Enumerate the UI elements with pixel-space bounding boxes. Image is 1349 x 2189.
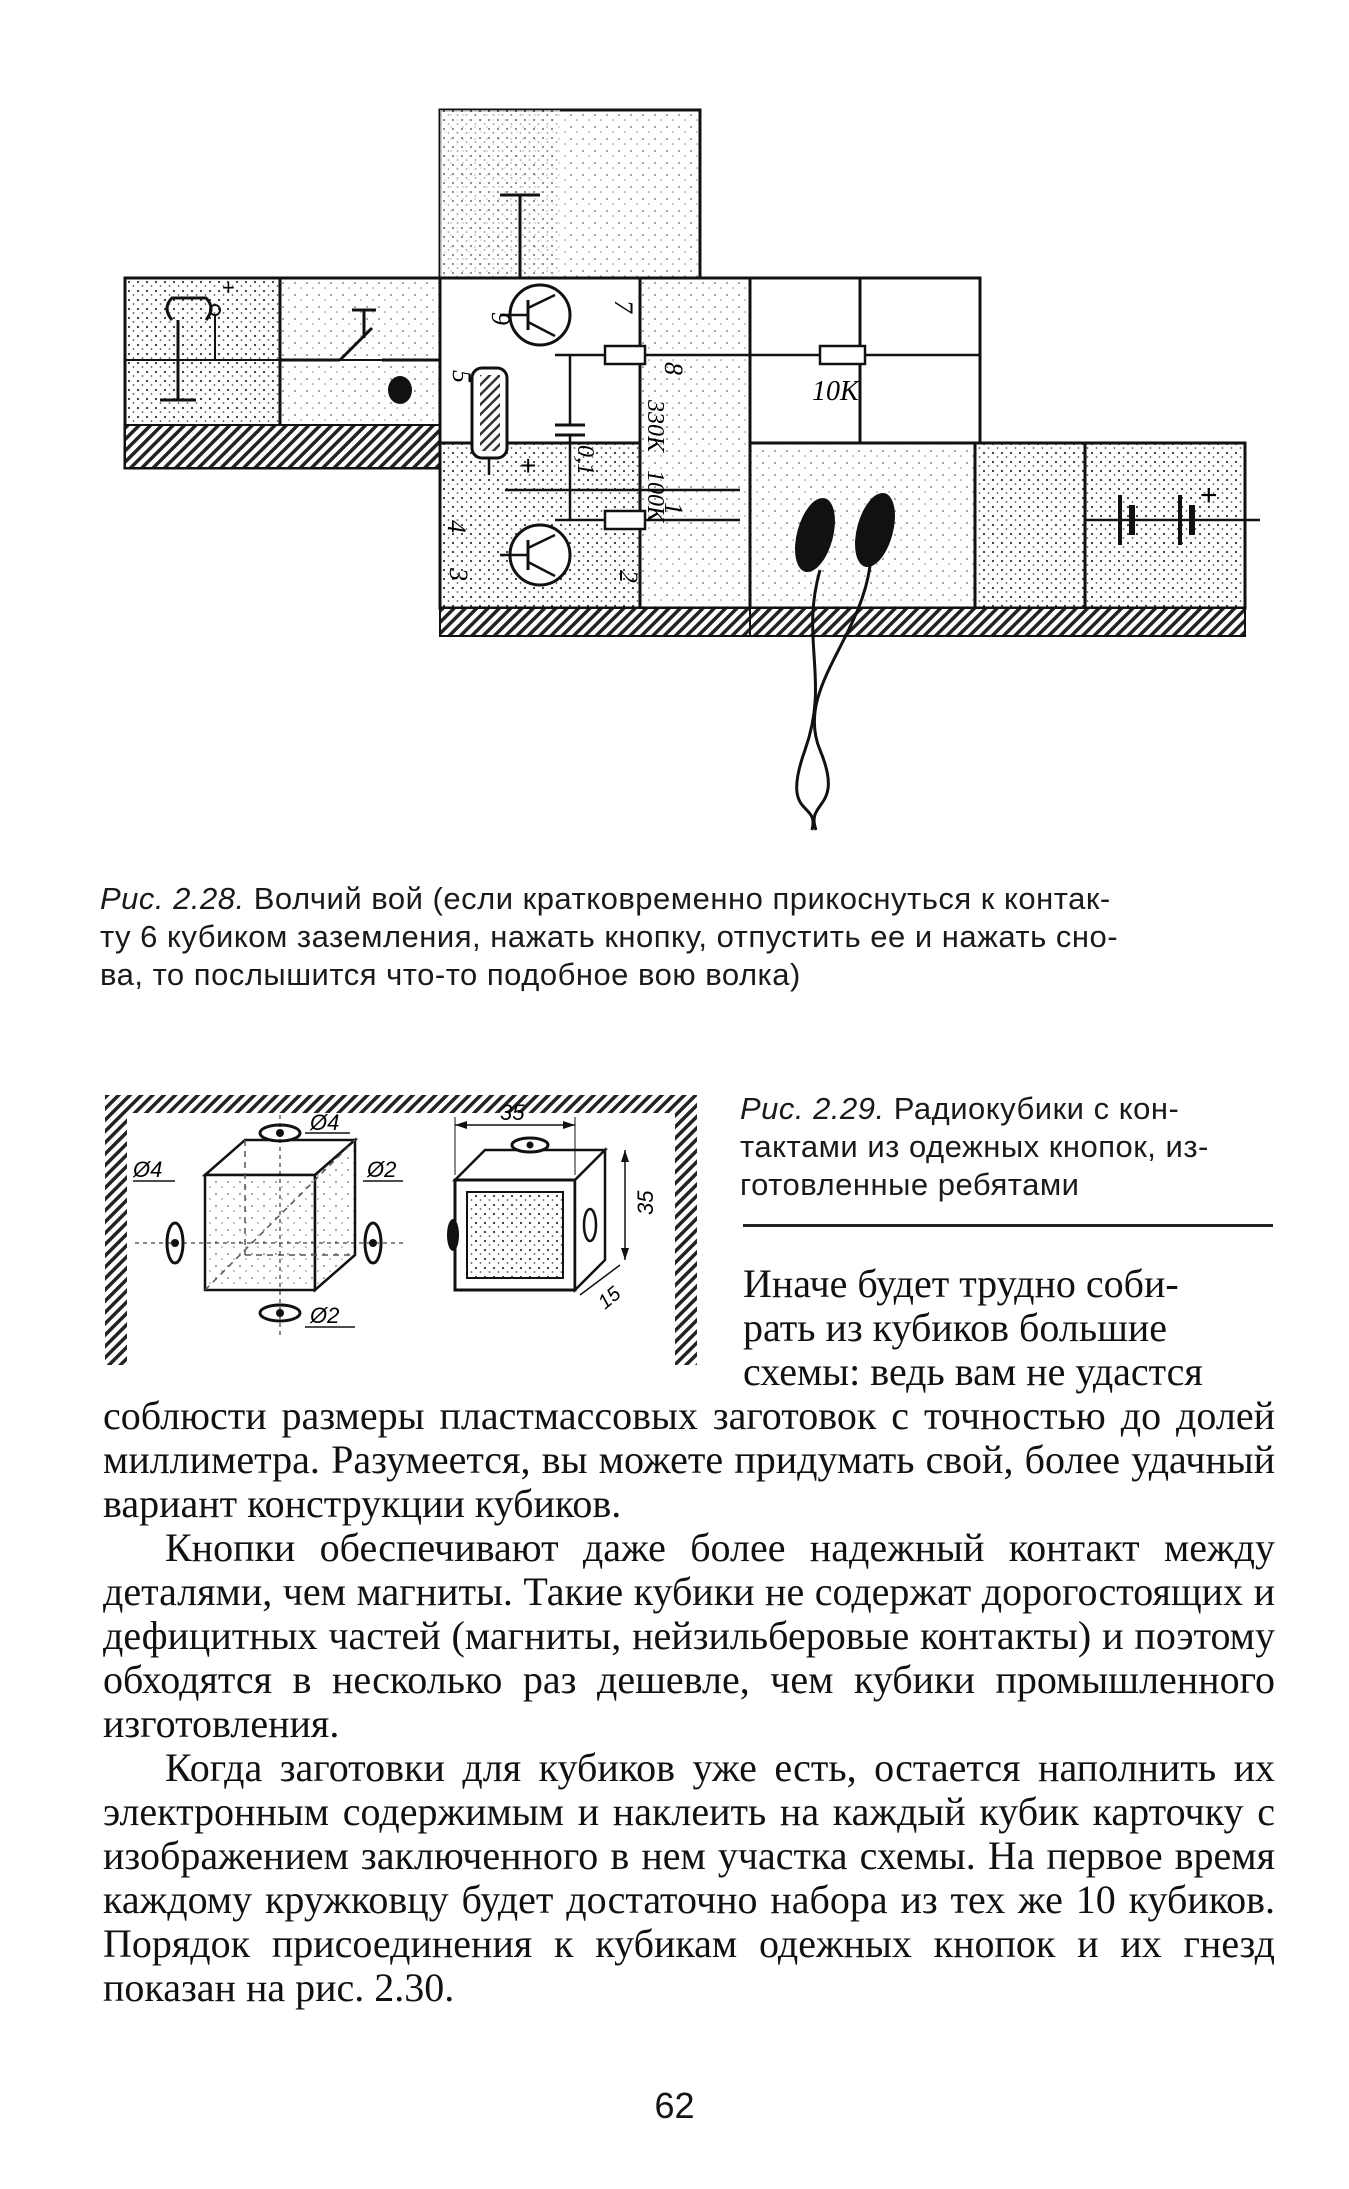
paragraph-2: Кнопки обеспечивают даже более надежный … — [103, 1525, 1275, 1746]
label-d2-bottom: Ø2 — [309, 1303, 339, 1328]
plus-mark-cap: + — [520, 450, 536, 481]
label-cap: 0,1 — [572, 445, 598, 475]
main-text: соблюсти размеры пластмассовых заготовок… — [103, 1394, 1275, 2010]
label-d4-top: Ø4 — [309, 1110, 339, 1135]
plus-mark-left: + — [222, 275, 235, 300]
caption-number: Рис. 2.29. — [740, 1091, 885, 1126]
caption-line: ва, то послышится что-то подобное вою во… — [100, 957, 801, 992]
paragraph-3: Когда заготовки для кубиков уже есть, ос… — [103, 1745, 1275, 2010]
caption-rule — [743, 1224, 1273, 1227]
pin-4: 4 — [442, 520, 471, 533]
figure-2-28-circuit: + + 9 7 5 8 330K 0,1 100K 1 4 3 2 — [123, 108, 1260, 831]
pin-2: 2 — [614, 570, 643, 583]
side-text: Иначе будет трудно соби- рать из кубиков… — [743, 1262, 1275, 1394]
figure-2-29-cubes: Ø4 Ø4 Ø2 Ø2 35 35 15 — [105, 1095, 697, 1365]
pin-9: 9 — [486, 312, 515, 325]
label-35-side: 35 — [633, 1190, 658, 1215]
paragraph-1-rest: соблюсти размеры пластмассовых заготовок… — [103, 1393, 1275, 1526]
button-dot — [388, 376, 412, 404]
pin-1: 1 — [659, 502, 688, 515]
side-line: Иначе будет трудно соби- — [743, 1261, 1179, 1306]
caption-line: Волчий вой (если кратковременно прикосну… — [253, 881, 1111, 916]
caption-line: готовленные ребятами — [740, 1167, 1080, 1202]
pin-8: 8 — [659, 362, 688, 375]
caption-line: тактами из одежных кнопок, из- — [740, 1129, 1209, 1164]
caption-line: Радиокубики с кон- — [893, 1091, 1180, 1126]
page-number: 62 — [654, 2085, 695, 2126]
plus-mark-battery: + — [1200, 479, 1218, 512]
pin-3: 3 — [444, 567, 473, 581]
label-10k: 10K — [812, 376, 860, 407]
label-15: 15 — [594, 1282, 626, 1314]
label-d2-right: Ø2 — [366, 1157, 396, 1182]
label-100k: 100K — [642, 470, 668, 524]
caption-line: ту 6 кубиком заземления, нажать кнопку, … — [100, 919, 1119, 954]
pin-7-top: 7 — [609, 300, 638, 314]
side-line: рать из кубиков большие — [743, 1305, 1168, 1350]
figure-2-29-caption: Рис. 2.29. Радиокубики с кон- тактами из… — [740, 1090, 1280, 1204]
caption-number: Рис. 2.28. — [100, 881, 245, 916]
label-330k: 330K — [642, 399, 668, 454]
pin-5: 5 — [447, 370, 476, 383]
label-d4-left: Ø4 — [132, 1157, 162, 1182]
label-35-top: 35 — [500, 1100, 525, 1125]
side-line: схемы: ведь вам не удастся — [743, 1349, 1203, 1394]
figure-2-28-caption: Рис. 2.28. Волчий вой (если кратковремен… — [100, 880, 1280, 994]
